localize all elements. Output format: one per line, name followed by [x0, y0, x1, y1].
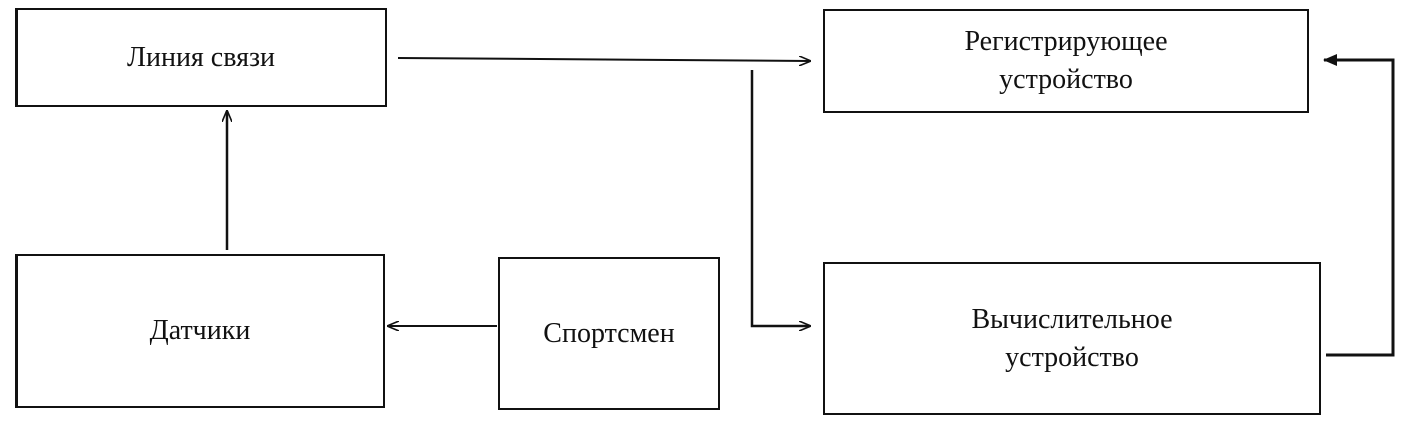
- arrow-computer-to-recorder: [1323, 54, 1395, 357]
- node-label: Регистрирующее устройство: [964, 26, 1168, 95]
- arrow-comm-line-to-computer: [750, 70, 810, 326]
- node-athlete: Спортсмен: [498, 257, 720, 410]
- node-recording-device: Регистрирующее устройство: [823, 9, 1309, 113]
- node-label: Вычислительное устройство: [971, 303, 1173, 373]
- node-computing-device: Вычислительное устройство: [823, 262, 1321, 415]
- node-label: Датчики: [149, 315, 251, 346]
- node-label: Спортсмен: [543, 317, 675, 349]
- node-communication-line: Линия связи: [15, 8, 387, 107]
- node-label: Линия связи: [126, 41, 276, 73]
- node-sensors: Датчики: [15, 254, 385, 408]
- arrow-comm-line-to-recorder: [397, 58, 810, 61]
